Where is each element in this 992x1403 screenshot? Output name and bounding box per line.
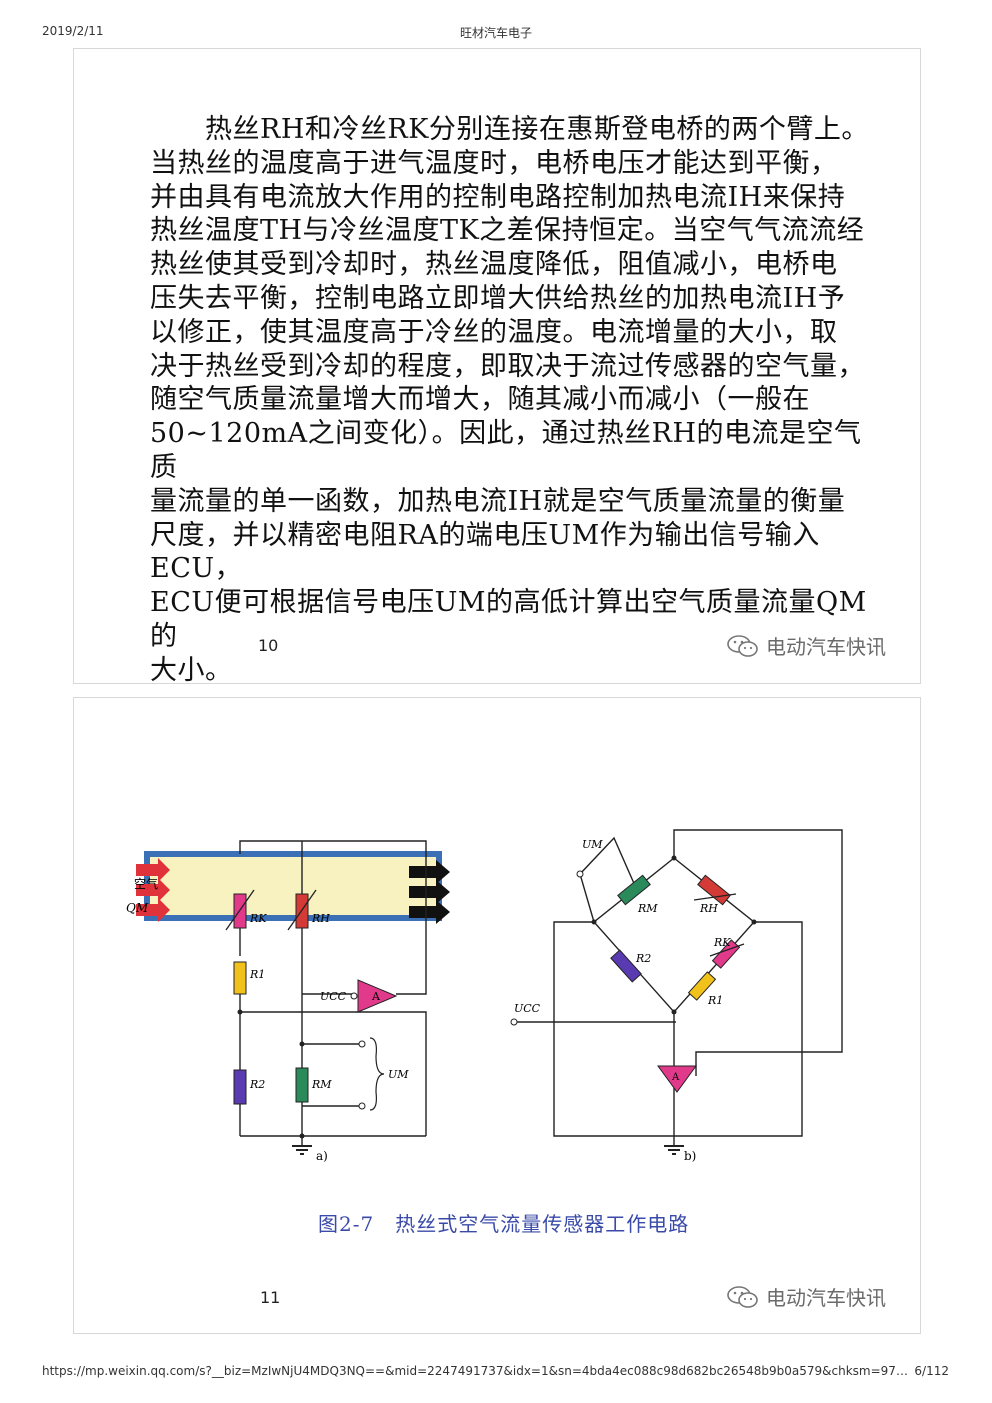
r2-resistor-b	[610, 949, 642, 983]
text-line: 压失去平衡，控制电路立即增大供给热丝的加热电流IH予	[150, 282, 846, 314]
text-line: 热丝RH和冷丝RK分别连接在惠斯登电桥的两个臂上。	[150, 114, 869, 145]
header-date: 2019/2/11	[42, 24, 104, 38]
r1-label: R1	[249, 968, 265, 981]
text-line: 决于热丝受到冷却的程度，即取决于流过传感器的空气量，	[150, 350, 865, 382]
ucc-label-a: UCC	[320, 990, 347, 1003]
text-line: ECU便可根据信号电压UM的高低计算出空气质量流量QM的	[150, 587, 867, 652]
amplifier-a	[357, 979, 398, 1013]
slide-figure-page: 空气 QM RK RH	[73, 697, 921, 1334]
rh-label-b: RH	[699, 902, 718, 915]
amp-label-b: A	[671, 1072, 680, 1083]
text-line: 尺度，并以精密电阻RA的端电压UM作为输出信号输入ECU，	[150, 519, 820, 585]
rk-resistor-b	[711, 939, 741, 969]
circuit-figure: 空气 QM RK RH	[126, 829, 843, 1163]
rh-resistor-b	[697, 874, 731, 906]
watermark-text: 电动汽车快讯	[766, 635, 886, 659]
qm-label: QM	[126, 901, 149, 915]
footer-url[interactable]: https://mp.weixin.qq.com/s?__biz=MzIwNjU…	[42, 1364, 912, 1378]
rm-resistor	[295, 1067, 309, 1103]
figure-caption: 图2-7 热丝式空气流量传感器工作电路	[318, 1212, 690, 1236]
slide-page-number: 10	[258, 636, 279, 655]
text-line: 并由具有电流放大作用的控制电路控制加热电流IH来保持	[150, 181, 846, 213]
r1-label-b: R1	[707, 994, 723, 1007]
ucc-label-b: UCC	[514, 1002, 541, 1015]
rm-label: RM	[311, 1078, 332, 1091]
watermark: 电动汽车快讯	[726, 631, 886, 660]
wechat-icon	[727, 634, 758, 657]
amplifier-b	[657, 1065, 697, 1093]
air-pipe	[144, 851, 442, 921]
body-paragraph: 热丝RH和冷丝RK分别连接在惠斯登电桥的两个臂上。 当热丝的温度高于进气温度时，…	[150, 113, 870, 688]
subfig-b-label: b)	[684, 1149, 696, 1163]
amp-label-a: A	[371, 990, 381, 1003]
r1-resistor-b	[687, 971, 717, 1001]
um-label-b: UM	[582, 838, 603, 851]
slide-text-page: 热丝RH和冷丝RK分别连接在惠斯登电桥的两个臂上。 当热丝的温度高于进气温度时，…	[73, 48, 921, 686]
text-line: 以修正，使其温度高于冷丝的温度。电流增量的大小，取	[150, 316, 838, 348]
text-line: 随空气质量流量增大而增大，随其减小而减小（一般在	[150, 384, 810, 416]
wechat-icon	[727, 1285, 758, 1308]
text-line: 大小。	[150, 654, 233, 686]
text-line: 热丝使其受到冷却时，热丝温度降低，阻值减小，电桥电	[150, 249, 838, 281]
subfig-a-label: a)	[316, 1149, 328, 1163]
air-label: 空气	[134, 876, 158, 891]
rm-resistor-b	[617, 874, 651, 906]
header-title: 旺材汽车电子	[459, 26, 532, 40]
rk-label-b: RK	[713, 936, 731, 949]
text-line: 量流量的单一函数，加热电流IH就是空气质量流量的衡量	[150, 485, 846, 517]
text-line: 当热丝的温度高于进气温度时，电桥电压才能达到平衡，	[150, 147, 838, 179]
um-label-a: UM	[388, 1068, 409, 1081]
r1-resistor	[233, 961, 247, 995]
inlet-arrows	[136, 858, 170, 922]
r2-label-b: R2	[635, 952, 651, 965]
r2-label: R2	[249, 1078, 265, 1091]
r2-resistor	[233, 1069, 247, 1105]
footer-page-count: 6/112	[914, 1364, 949, 1378]
text-line: 热丝温度TH与冷丝温度TK之差保持恒定。当空气气流流经	[150, 215, 865, 247]
outlet-arrows	[409, 860, 450, 924]
rh-label: RH	[311, 912, 330, 925]
rk-label: RK	[249, 912, 267, 925]
text-line: 50~120mA之间变化）。因此，通过热丝RH的电流是空气质	[150, 418, 862, 483]
slide-page-number: 11	[260, 1288, 281, 1307]
watermark-text: 电动汽车快讯	[766, 1286, 886, 1310]
rm-label-b: RM	[637, 902, 658, 915]
watermark: 电动汽车快讯	[726, 1282, 886, 1311]
